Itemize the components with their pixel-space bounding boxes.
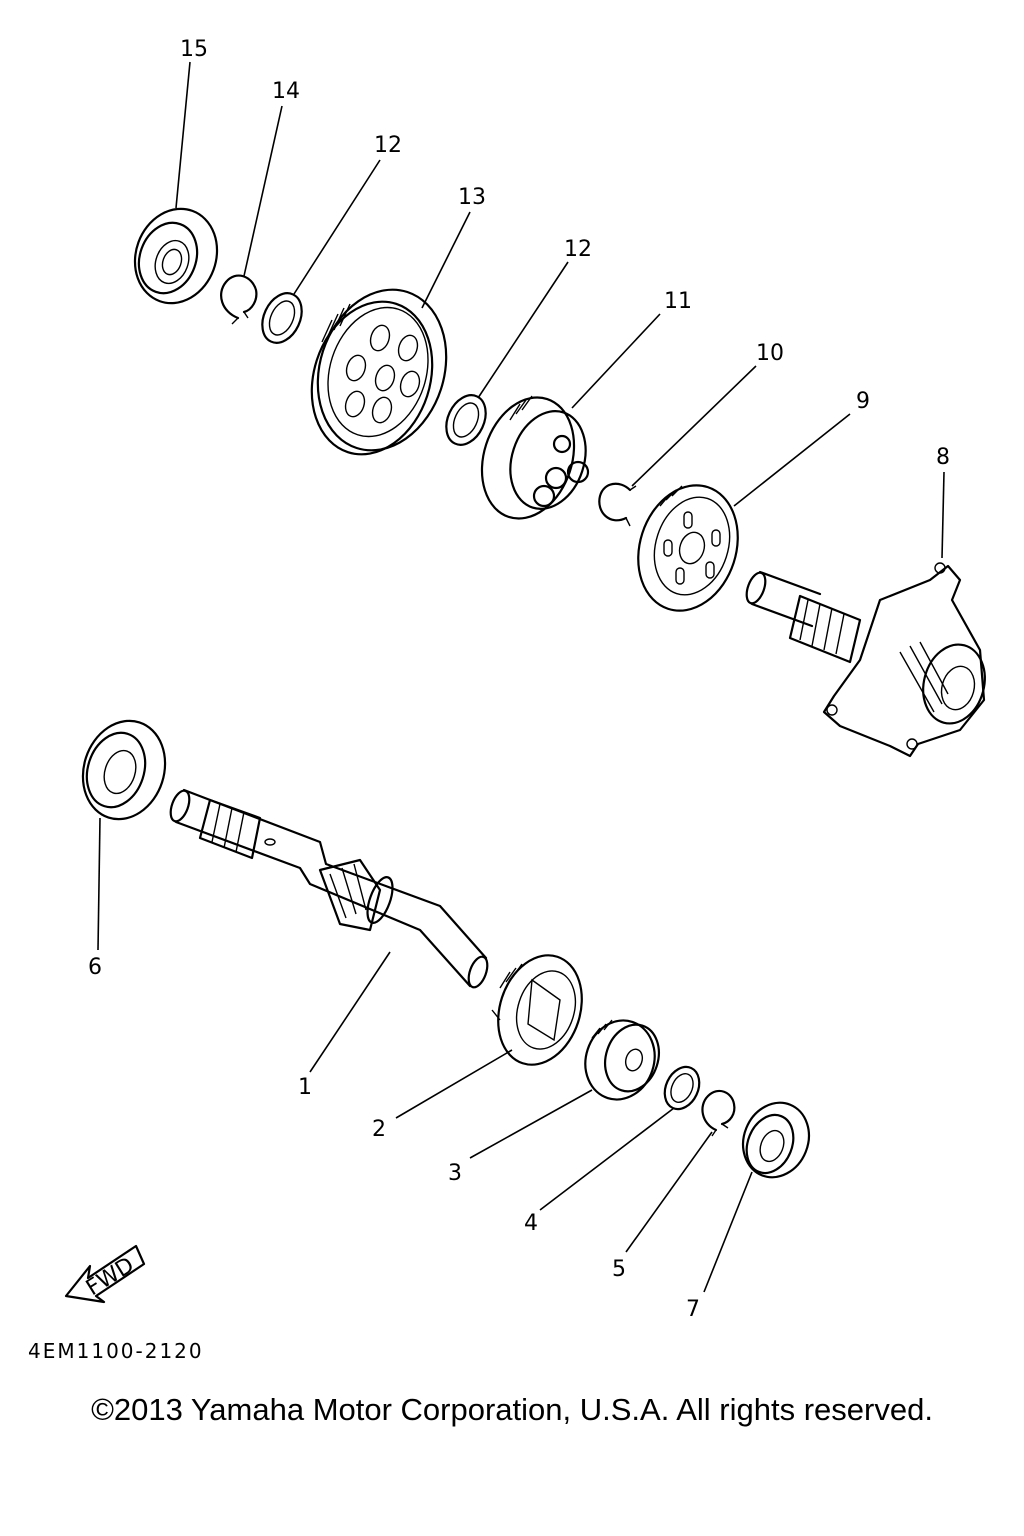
callout-1: 1 (298, 1075, 312, 1100)
part-code: 4EM1100-2120 (28, 1339, 204, 1363)
callout-2: 2 (372, 1117, 386, 1142)
part-10-circlip (598, 482, 637, 527)
callout-15: 15 (180, 37, 208, 62)
callout-8: 8 (936, 445, 950, 470)
part-1-main-shaft (169, 788, 489, 989)
callout-4: 4 (524, 1211, 538, 1236)
callout-14: 14 (272, 79, 300, 104)
part-3-gear (584, 1019, 660, 1101)
part-6-bearing (81, 719, 167, 821)
fwd-arrow-icon: FWD (64, 1244, 146, 1304)
part-7-bearing (741, 1101, 811, 1179)
part-13-gear (310, 288, 448, 456)
part-5-circlip (701, 1089, 736, 1137)
callout-5: 5 (612, 1257, 626, 1282)
callout-11: 11 (664, 289, 692, 314)
part-8-output-shaft (745, 562, 986, 758)
callout-6: 6 (88, 955, 102, 980)
callout-13: 13 (458, 185, 486, 210)
leader-lines (97, 61, 945, 1293)
callout-12-middle: 12 (564, 237, 592, 262)
callout-9: 9 (856, 389, 870, 414)
fwd-label: FWD (82, 1253, 139, 1301)
copyright-notice: ©2013 Yamaha Motor Corporation, U.S.A. A… (91, 1392, 933, 1427)
part-2-gear (491, 954, 583, 1066)
part-15-bearing (133, 207, 219, 305)
callout-3: 3 (448, 1161, 462, 1186)
part-14-circlip (220, 274, 258, 325)
part-9-gear (637, 484, 739, 612)
callout-12-upper: 12 (374, 133, 402, 158)
part-12-washer-a (261, 292, 303, 344)
callout-7: 7 (686, 1297, 700, 1322)
part-4-washer (663, 1065, 701, 1111)
callout-labels: 15 14 12 13 12 11 10 9 8 6 1 2 3 4 5 7 (88, 37, 950, 1322)
callout-10: 10 (756, 341, 784, 366)
part-12-washer-b (445, 394, 487, 446)
part-11-clutch-hub (480, 395, 590, 520)
